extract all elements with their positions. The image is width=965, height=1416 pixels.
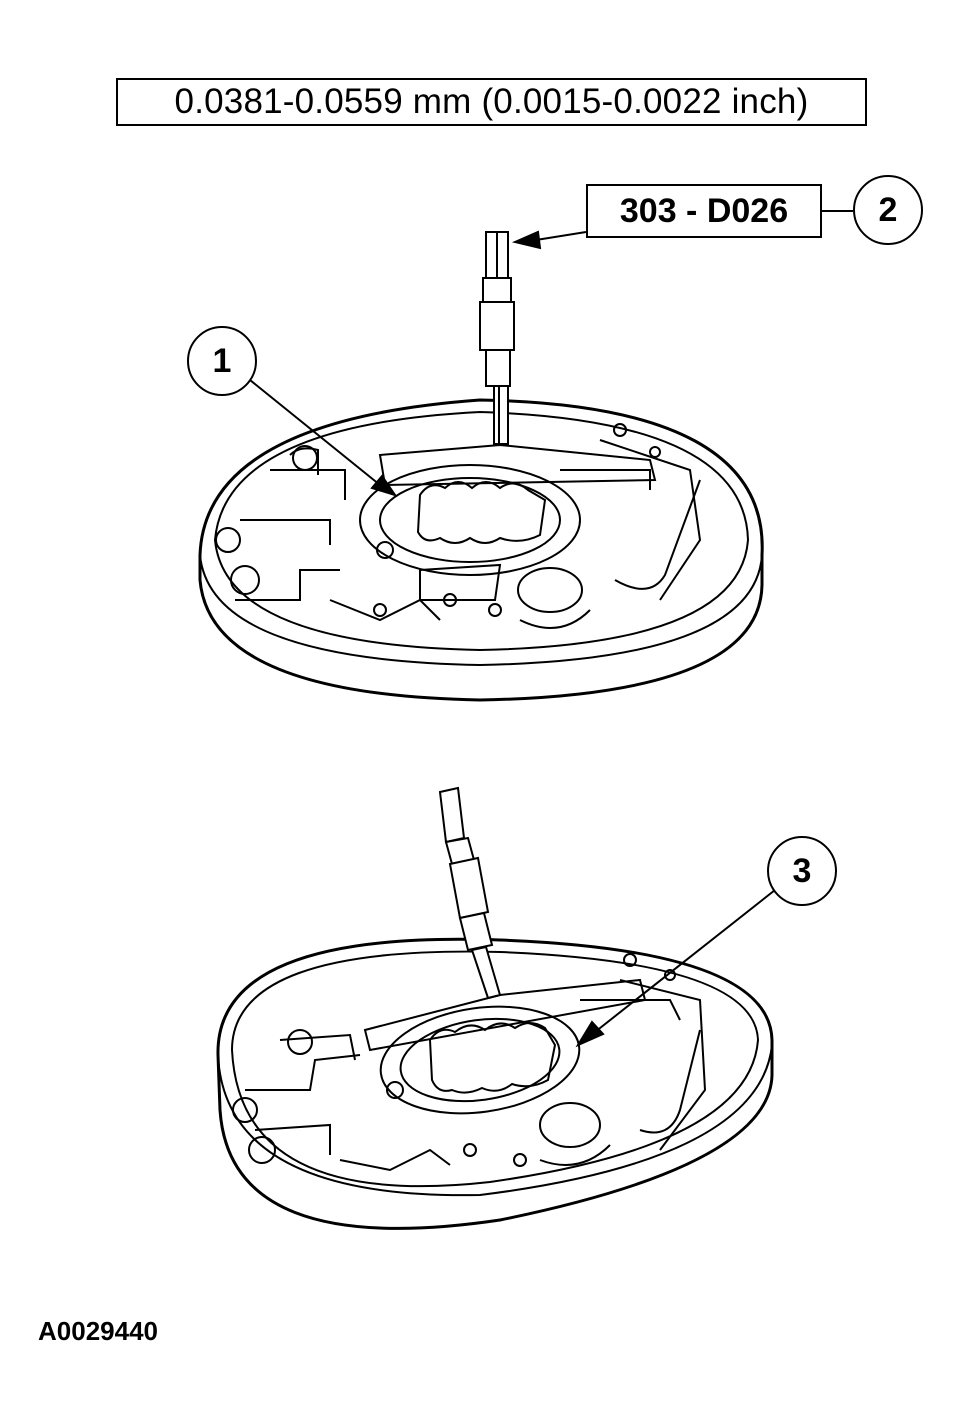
callout-3: 3 [767,836,837,906]
upper-pump-body [198,398,764,702]
lower-tool-shaft [438,786,502,1000]
lower-leaders [575,889,776,1048]
clearance-spec-label: 0.0381-0.0559 mm (0.0015-0.0022 inch) [116,78,867,126]
callout-2: 2 [853,175,923,245]
lower-pump-body [216,937,774,1230]
upper-tool-shaft [479,231,515,445]
figure-id: A0029440 [38,1316,158,1346]
callout-1: 1 [187,326,257,396]
tool-number-label: 303 - D026 [586,184,822,238]
upper-leaders [249,210,853,497]
